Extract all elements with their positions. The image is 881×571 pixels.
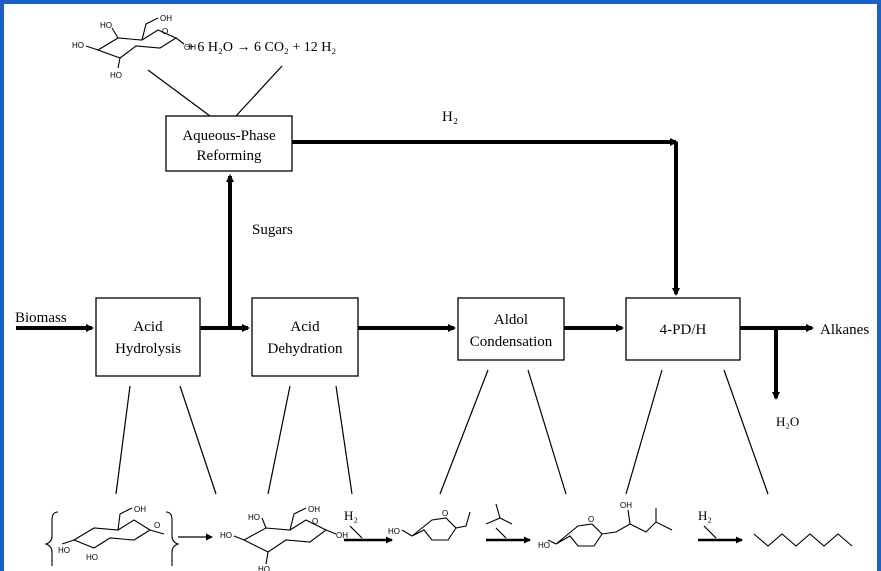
cellulose-structure: OH HO O HO — [44, 505, 180, 566]
ring-oxygen-label: O — [154, 521, 160, 530]
svg-text:Aqueous-Phase: Aqueous-Phase — [182, 128, 276, 144]
aqueous-phase-reforming-box: Aqueous-Phase Reforming — [165, 115, 293, 172]
svg-text:Reforming: Reforming — [197, 148, 262, 164]
svg-text:Acid: Acid — [290, 319, 320, 335]
biomass-label: Biomass — [15, 310, 67, 326]
ring-oxygen-label: O — [312, 517, 318, 526]
ho-label: HO — [58, 546, 70, 555]
ho-label: HO — [72, 41, 84, 50]
acetone-structure — [485, 503, 513, 525]
svg-text:Condensation: Condensation — [470, 334, 553, 350]
ho-label: HO — [220, 531, 232, 540]
ho-label: HO — [86, 553, 98, 562]
ho-label: HO — [248, 513, 260, 522]
svg-text:4-PD/H: 4-PD/H — [660, 322, 707, 338]
h2-label: H₂ — [698, 508, 712, 523]
alkanes-label: Alkanes — [820, 322, 869, 338]
glucose-structure-top: OH HO HO HO OH O — [72, 14, 196, 80]
acid-dehydration-box: Acid Dehydration — [251, 297, 359, 377]
ho-label: HO — [258, 565, 270, 571]
svg-text:Dehydration: Dehydration — [268, 341, 343, 357]
oh-label: OH — [184, 43, 196, 52]
h2-feed-line — [703, 525, 717, 539]
ring-oxygen-label: O — [588, 515, 594, 524]
alkane-chain-structure — [753, 533, 853, 547]
hmf-structure: HO O — [388, 509, 471, 541]
h2-label: H₂ — [344, 508, 358, 523]
oh-label: OH — [134, 505, 146, 514]
ho-label: HO — [110, 71, 122, 80]
oh-label: OH — [620, 501, 632, 510]
acid-hydrolysis-box: Acid Hydrolysis — [95, 297, 201, 377]
hydrogen-label: H₂ — [442, 109, 458, 125]
ring-oxygen-label: O — [162, 27, 168, 36]
water-label: H₂O — [776, 414, 799, 429]
aldol-condensation-box: Aldol Condensation — [457, 297, 565, 361]
apr-reaction-equation: + 6 H₂O → 6 CO₂ + 12 H₂ — [186, 40, 336, 55]
ho-label: HO — [100, 21, 112, 30]
oh-label: OH — [160, 14, 172, 23]
h2-feed-line — [349, 525, 363, 539]
ring-oxygen-label: O — [442, 509, 448, 518]
pdh-box: 4-PD/H — [625, 297, 741, 361]
aldol-product-structure: HO O OH — [538, 501, 673, 550]
fan-lines — [115, 369, 769, 495]
svg-text:Acid: Acid — [133, 319, 163, 335]
ho-label: HO — [538, 541, 550, 550]
glucose-structure-bottom: OH HO HO OH O HO — [220, 505, 348, 571]
connector-line — [235, 65, 283, 117]
svg-text:Hydrolysis: Hydrolysis — [115, 341, 181, 357]
oh-label: OH — [336, 531, 348, 540]
svg-text:Aldol: Aldol — [494, 312, 528, 328]
oh-label: OH — [308, 505, 320, 514]
ho-label: HO — [388, 527, 400, 536]
acetone-feed-line — [495, 527, 507, 539]
connector-line — [147, 69, 211, 117]
sugars-label: Sugars — [252, 222, 293, 238]
